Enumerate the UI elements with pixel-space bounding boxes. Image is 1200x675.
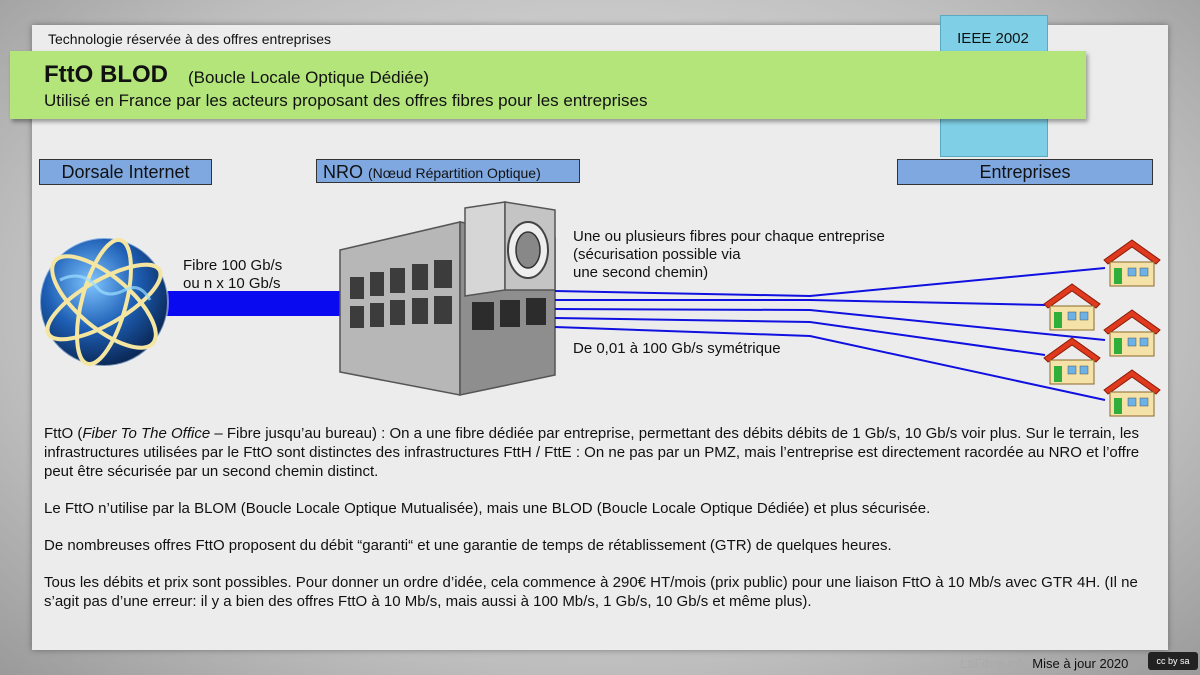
fiber-line-1 <box>554 267 1106 298</box>
label-entreprises: Entreprises <box>897 159 1153 185</box>
house-icon <box>1043 337 1101 385</box>
paragraph-pricing: Tous les débits et prix sont possibles. … <box>44 574 1138 610</box>
title-banner <box>10 51 1086 119</box>
backbone-fiber-link <box>165 291 350 316</box>
p1-italic: Fiber To The Office <box>82 425 211 442</box>
footer: LaFibre.info Mise à jour 2020 <box>960 656 1128 671</box>
page-subtitle: Utilisé en France par les acteurs propos… <box>44 91 648 110</box>
backbone-fiber-label-line1: Fibre 100 Gb/s <box>183 257 283 274</box>
license-badge-icon: cc by sa <box>1148 652 1198 670</box>
globe-icon <box>39 237 169 367</box>
p1-prefix: FttO ( <box>44 425 83 442</box>
p1-rest: – Fibre jusqu’au bureau) : On a une fibr… <box>44 425 1140 480</box>
body-text: FttO (Fiber To The Office – Fibre jusqu’… <box>44 424 1154 629</box>
backbone-fiber-label: Fibre 100 Gb/s ou n x 10 Gb/s <box>183 257 282 293</box>
label-dorsale-internet: Dorsale Internet <box>39 159 212 185</box>
enterprise-fibers-line3: une second chemin) <box>573 264 709 281</box>
paragraph-blom-blod: Le FttO n’utilise par la BLOM (Boucle Lo… <box>44 500 931 517</box>
label-nro-name: NRO <box>323 162 363 182</box>
enterprise-fibers-line1: Une ou plusieurs fibres pour chaque entr… <box>573 228 885 245</box>
footer-brand: LaFibre.info <box>960 656 1029 671</box>
house-icon <box>1043 283 1101 331</box>
house-icon <box>1103 309 1161 357</box>
fiber-line-3 <box>554 308 1106 341</box>
page-title: FttO BLOD <box>44 61 168 88</box>
footer-update: Mise à jour 2020 <box>1032 656 1129 671</box>
nro-building-icon <box>339 201 556 396</box>
enterprise-fibers-label: Une ou plusieurs fibres pour chaque entr… <box>573 228 885 282</box>
label-nro-detail: (Nœud Répartition Optique) <box>368 165 541 181</box>
paragraph-guarantee: De nombreuses offres FttO proposent du d… <box>44 537 892 554</box>
fiber-line-5 <box>554 326 1106 401</box>
top-note: Technologie réservée à des offres entrep… <box>48 31 332 47</box>
fiber-line-4 <box>554 317 1046 356</box>
label-nro: NRO (Nœud Répartition Optique) <box>316 159 580 183</box>
standard-label: IEEE 2002 <box>957 30 1029 47</box>
enterprise-fiber-lines <box>554 267 1106 401</box>
house-icon <box>1103 239 1161 287</box>
fiber-line-2 <box>555 299 1046 306</box>
speed-label: De 0,01 à 100 Gb/s symétrique <box>573 340 781 357</box>
enterprise-fibers-line2: (sécurisation possible via <box>573 246 741 263</box>
paragraph-ftto-definition: FttO (Fiber To The Office – Fibre jusqu’… <box>44 424 1154 481</box>
page-title-detail: (Boucle Locale Optique Dédiée) <box>188 68 429 87</box>
house-icon <box>1103 369 1161 417</box>
backbone-fiber-label-line2: ou n x 10 Gb/s <box>183 275 281 292</box>
